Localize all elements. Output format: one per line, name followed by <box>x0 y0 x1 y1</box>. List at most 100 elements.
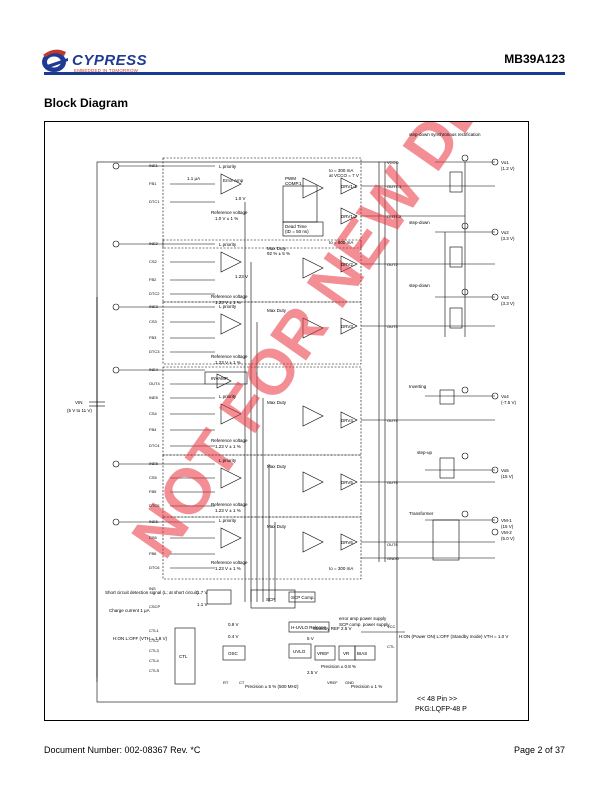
step-down-label-2: step-down <box>409 283 430 288</box>
stby-label: Standby REF 2.5 V <box>313 626 352 631</box>
ch1-block <box>162 157 362 249</box>
cypress-logo <box>40 46 150 76</box>
ref-value-3: 1.23 V ± 1 % <box>215 360 241 365</box>
pin-out3: OUT3 <box>387 324 398 329</box>
max-duty-4: Max Duty <box>267 400 287 405</box>
pin-ine3: INE3 <box>149 304 159 309</box>
max-duty-6: Max Duty <box>267 524 287 529</box>
dead-time-block <box>282 221 324 237</box>
transformer-label: Transformer <box>409 511 434 516</box>
step-up-label: step-up <box>417 450 433 455</box>
l-priority-5: L priority <box>219 458 237 463</box>
sync-rect-label: step-down synchronous rectification <box>409 132 481 137</box>
l-priority-1: L priority <box>219 164 237 169</box>
pin-dtc5: DTC5 <box>149 503 160 508</box>
vref-block <box>314 645 336 661</box>
pin-cscp: CSCP <box>149 604 160 609</box>
pin-dtc3: DTC3 <box>149 349 160 354</box>
pin-fb5: FB5 <box>149 489 157 494</box>
document-number: Document Number: 002-08367 Rev. *C <box>44 745 201 755</box>
output-lines <box>361 185 435 633</box>
pin-ins: INS <box>149 586 156 591</box>
section-title: Block Diagram <box>44 96 129 110</box>
pin-cs2: CS2 <box>149 259 158 264</box>
v123-2: 1.23 V <box>235 274 248 279</box>
osc-label: OSC <box>228 651 239 656</box>
pin-ine4: INE4 <box>149 367 159 372</box>
output-terminals <box>461 154 499 536</box>
scp-comp-block <box>288 591 316 603</box>
out5-voltage: (15 V) <box>501 474 514 479</box>
pin-ct: CT <box>239 680 245 685</box>
ctl-block <box>174 627 196 685</box>
hcn-on-label: H:ON L:OFF (VTH = 1.8 V) <box>113 636 168 641</box>
out5-label: Vo5 <box>501 468 509 473</box>
pin-vref: VREF <box>327 680 338 685</box>
external-circuits <box>425 161 495 561</box>
pin-out6: OUT6 <box>387 542 398 547</box>
pwm-comps <box>302 177 324 553</box>
pin-gnd: GND <box>345 680 354 685</box>
pin-labels: INE1 FB1 DTC1 INE2 CS2 FB2 DTC2 INE3 CS3… <box>149 160 402 685</box>
max-duty-3: Max Duty <box>267 308 287 313</box>
ref-value-5: 1.23 V ± 1 % <box>215 508 241 513</box>
l-priority-6: L priority <box>219 518 237 523</box>
pin-gndo: GNDO <box>387 556 399 561</box>
pin-ctls: CTLS <box>149 668 160 673</box>
v09-label: 0.9 V <box>228 622 239 627</box>
pin-cs4: CS4 <box>149 411 158 416</box>
pin-ctl3: CTL3 <box>149 648 160 653</box>
vin-label: VIN <box>75 400 83 405</box>
pwm-label: PWM <box>285 176 296 181</box>
max-duty-2: Max Duty <box>267 246 287 251</box>
pin-ine2: INE2 <box>149 241 159 246</box>
v5-label: 5 V <box>307 636 314 641</box>
bias-block <box>354 645 376 661</box>
l-priority-3: L priority <box>219 304 237 309</box>
scp-label: SCP <box>266 597 275 602</box>
pin-ctl4: CTL4 <box>149 658 160 663</box>
pin-vcc: VCC <box>387 624 396 629</box>
out1-voltage: (1.2 V) <box>501 166 515 171</box>
pin-out4: OUT4 <box>149 381 160 386</box>
ref-voltage-3: Reference voltage <box>211 354 248 359</box>
inverting-label: Inverting <box>409 384 427 389</box>
drivers <box>340 177 358 551</box>
package-line-1: << 48 Pin >> <box>417 696 457 703</box>
document-id: MB39A123 <box>504 52 565 66</box>
osc-block <box>222 645 246 661</box>
drv4-label: DRV4 <box>341 418 353 423</box>
dead-time-value: (tD = 50 ns) <box>285 229 309 234</box>
error-amp-ps: error amp power supply <box>339 616 387 621</box>
pin-ctl1: CTL1 <box>149 628 160 633</box>
pin-ine6: INE6 <box>149 519 159 524</box>
pin-fb1: FB1 <box>149 181 157 186</box>
scp-block <box>250 589 296 609</box>
huvlo-block <box>288 621 330 633</box>
precision-vref: Precision ± 0.8 % <box>321 664 356 669</box>
out62-voltage: (5.0 V) <box>501 536 515 541</box>
ref-value-6: 1.23 V ± 1 % <box>215 566 241 571</box>
precision-osc: Precision ± 5 % (500 MHz) <box>245 684 299 689</box>
out4-label: Vo4 <box>501 394 509 399</box>
out4-voltage: (-7.5 V) <box>501 400 517 405</box>
drv6-label: DRV6 <box>341 540 353 545</box>
io300-6: Io = 300 mA <box>329 566 353 571</box>
pin-cs3: CS3 <box>149 319 158 324</box>
out3-label: Vo3 <box>501 295 509 300</box>
out61-voltage: (15 V) <box>501 524 514 529</box>
diagram-frame <box>44 121 529 721</box>
ref-voltage-5: Reference voltage <box>211 502 248 507</box>
invamp-block <box>204 371 248 385</box>
drv5-label: DRV5 <box>341 480 353 485</box>
ref-voltage-1: Reference voltage <box>211 210 248 215</box>
pin-ctl2: CTL2 <box>149 638 160 643</box>
vr-label: VR <box>343 651 350 656</box>
invamp-label: INVAMP <box>211 376 228 381</box>
out3-voltage: (3.3 V) <box>501 301 515 306</box>
pin-out5: OUT5 <box>387 480 398 485</box>
pin-cs5: CS5 <box>149 475 158 480</box>
l-priority-4: L priority <box>219 394 237 399</box>
pwm-comp-block <box>282 185 318 223</box>
watermark-text: NOT FOR NEW DESIGN <box>117 122 528 570</box>
